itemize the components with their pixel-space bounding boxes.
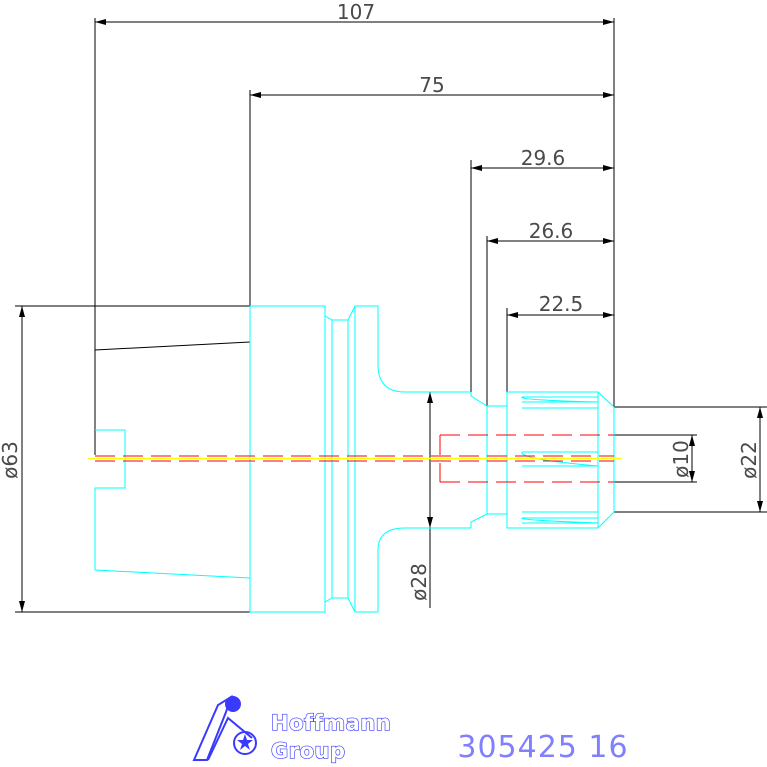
hidden-lines [95, 434, 614, 483]
dim-29-6: 29.6 [521, 146, 566, 170]
part-outline [94, 305, 615, 613]
dim-22-5: 22.5 [539, 292, 584, 316]
dimension-lines [15, 18, 767, 613]
dim-shank-to-end: 75 [419, 73, 444, 97]
part-number: 305425 16 [457, 730, 628, 765]
dim-26-6: 26.6 [529, 219, 574, 243]
dim-dia-28: ø28 [407, 563, 431, 601]
dimension-arrows [19, 19, 763, 612]
logo-text-line1: Hoffmann [271, 711, 391, 735]
logo-text-line2: Group [271, 739, 346, 763]
dim-dia-10: ø10 [669, 440, 693, 478]
dim-overall-length: 107 [337, 0, 375, 24]
dim-dia-63: ø63 [0, 441, 22, 479]
logo-emblem-icon [192, 694, 257, 761]
hoffmann-group-logo: Hoffmann Group [192, 694, 391, 764]
dim-dia-22: ø22 [737, 441, 761, 479]
